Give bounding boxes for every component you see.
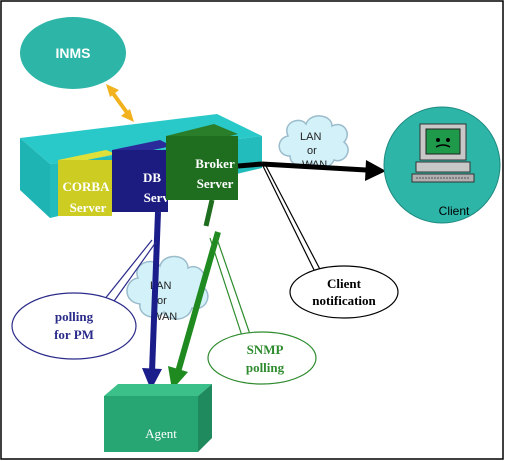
cloud-bottom-label-3: WAN <box>152 311 177 323</box>
inms-node[interactable]: INMS <box>20 17 126 89</box>
cloud-bottom-shape <box>126 255 209 320</box>
cloud-bottom-label-2: or <box>157 295 167 307</box>
broker-to-client-arrow <box>237 160 386 181</box>
client-notification-callout: Client notification <box>289 265 399 319</box>
snmp-polling-label-2: polling <box>246 360 285 375</box>
platform-top <box>20 114 262 164</box>
broker-server-label-2: Server <box>197 176 234 191</box>
broker-to-agent-arrow <box>168 199 221 390</box>
agent-label: Agent <box>145 426 177 441</box>
lan-wan-cloud-bottom: LAN or WAN <box>126 255 209 323</box>
client-label: Client <box>439 204 470 218</box>
platform-front <box>20 138 50 218</box>
db-server-label-1: DB <box>143 170 161 185</box>
cloud-top-label-1: LAN <box>300 131 321 143</box>
polling-pm-label-1: polling <box>55 309 94 324</box>
inms-label: INMS <box>56 45 91 61</box>
client-notification-label-1: Client <box>327 276 362 291</box>
corba-server-box <box>58 160 112 216</box>
client-node[interactable]: Client <box>383 106 501 224</box>
inms-ellipse <box>20 17 126 89</box>
computer-icon <box>411 123 475 183</box>
snmp-polling-pointer <box>209 235 253 343</box>
snmp-polling-callout: SNMP polling <box>207 331 317 385</box>
polling-pm-pointer <box>103 239 157 305</box>
broker-server-label-1: Broker <box>195 156 235 171</box>
cloud-top-label-2: or <box>307 145 317 157</box>
inms-link-arrow <box>106 84 134 122</box>
agent-top <box>104 384 212 396</box>
corba-server-label-1: CORBA <box>63 179 111 194</box>
db-to-agent-arrow <box>142 211 162 390</box>
broker-server-box <box>166 136 238 200</box>
client-notification-pointer <box>261 163 325 279</box>
cloud-top-shape <box>278 115 349 169</box>
snmp-polling-label-1: SNMP <box>247 342 284 357</box>
agent-node[interactable]: Agent <box>104 384 212 452</box>
agent-box <box>104 396 198 452</box>
polling-pm-callout: polling for PM <box>11 292 137 360</box>
corba-server-node[interactable]: CORBA Server <box>58 150 116 216</box>
broker-server-node[interactable]: Broker Server <box>166 124 238 200</box>
corba-server-label-2: Server <box>70 200 107 215</box>
db-server-box <box>112 150 168 212</box>
client-notification-label-2: notification <box>312 293 376 308</box>
agent-side <box>198 384 212 452</box>
polling-pm-label-2: for PM <box>54 327 94 342</box>
